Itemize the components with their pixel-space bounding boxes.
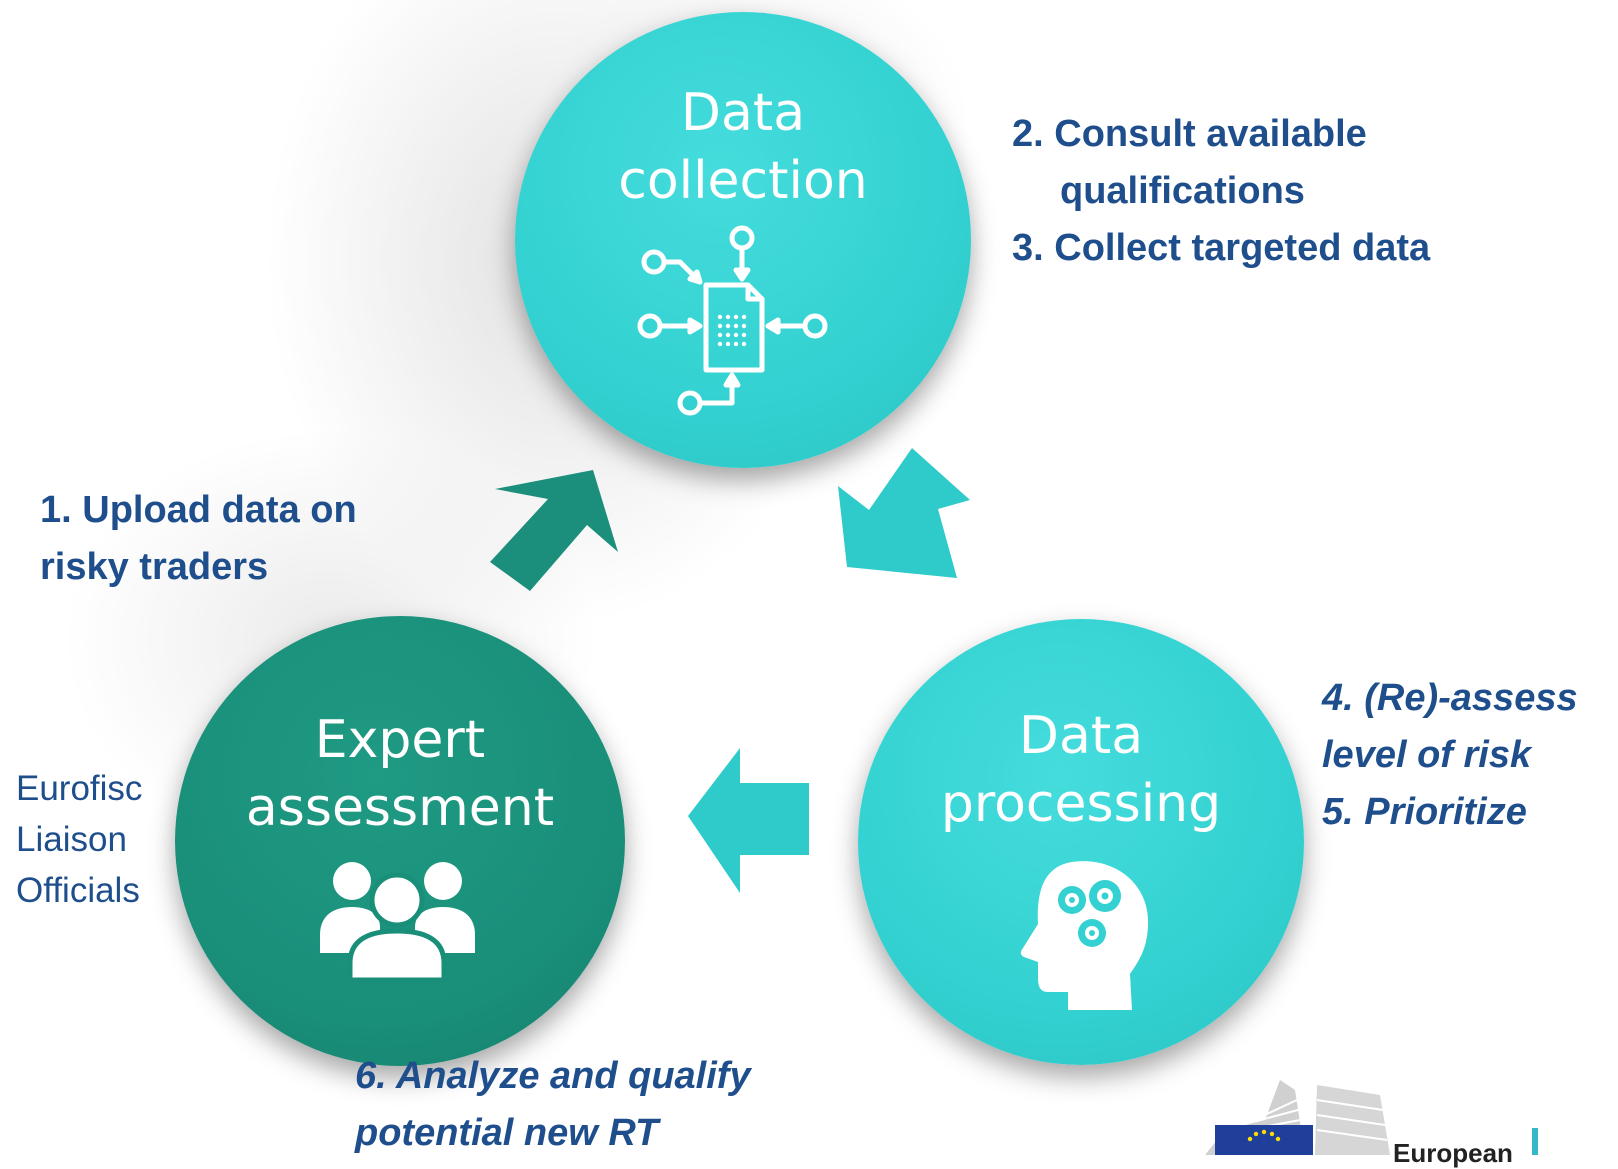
analyze-step-line-2: potential new RT (355, 1112, 659, 1154)
analyze-step-note: 6. Analyze and qualify potential new RT (355, 1048, 751, 1162)
european-label: European (1393, 1138, 1513, 1168)
logo-divider (1532, 1128, 1538, 1155)
data-processing-title: Data processing (858, 702, 1304, 838)
data-processing-title-line-2: processing (940, 774, 1222, 834)
expert-assessment-title-line-2: assessment (245, 778, 555, 838)
european-commission-logo (1205, 1080, 1618, 1155)
processing-step-line-1: 4. (Re)-assess (1322, 677, 1578, 719)
officials-line-1: Eurofisc (16, 769, 143, 808)
collection-step-line-2: qualifications (1060, 170, 1305, 212)
people-group-icon (320, 862, 475, 983)
liaison-officials-note: Eurofisc Liaison Officials (16, 763, 142, 916)
collection-steps-note: 2. Consult available qualifications 3. C… (1012, 106, 1430, 277)
data-collection-title-line-2: collection (618, 151, 868, 211)
arrow-to-processing (838, 448, 970, 578)
arrow-to-expert (688, 748, 809, 893)
data-network-icon (637, 225, 828, 416)
upload-step-line-2: risky traders (40, 546, 269, 588)
processing-steps-note: 4. (Re)-assess level of risk 5. Prioriti… (1322, 670, 1578, 841)
data-collection-title: Data collection (515, 79, 971, 215)
eu-flag-icon (1215, 1125, 1313, 1155)
processing-step-line-3: 5. Prioritize (1322, 791, 1527, 833)
arrow-to-collection (490, 470, 618, 591)
data-processing-title-line-1: Data (1018, 706, 1144, 766)
data-collection-title-line-1: Data (680, 83, 806, 143)
upload-step-note: 1. Upload data on risky traders (40, 482, 357, 596)
collection-step-line-1: 2. Consult available (1012, 113, 1367, 155)
expert-assessment-title-line-1: Expert (314, 710, 486, 770)
officials-line-3: Officials (16, 871, 140, 910)
expert-assessment-circle (175, 616, 625, 1066)
officials-line-2: Liaison (16, 820, 127, 859)
collection-step-line-3: 3. Collect targeted data (1012, 227, 1431, 269)
expert-assessment-title: Expert assessment (175, 706, 625, 842)
data-collection-circle (515, 12, 971, 468)
upload-step-line-1: 1. Upload data on (40, 489, 357, 531)
analyze-step-line-1: 6. Analyze and qualify (355, 1055, 751, 1097)
brain-gears-icon (1020, 861, 1149, 1010)
processing-step-line-2: level of risk (1322, 734, 1532, 776)
